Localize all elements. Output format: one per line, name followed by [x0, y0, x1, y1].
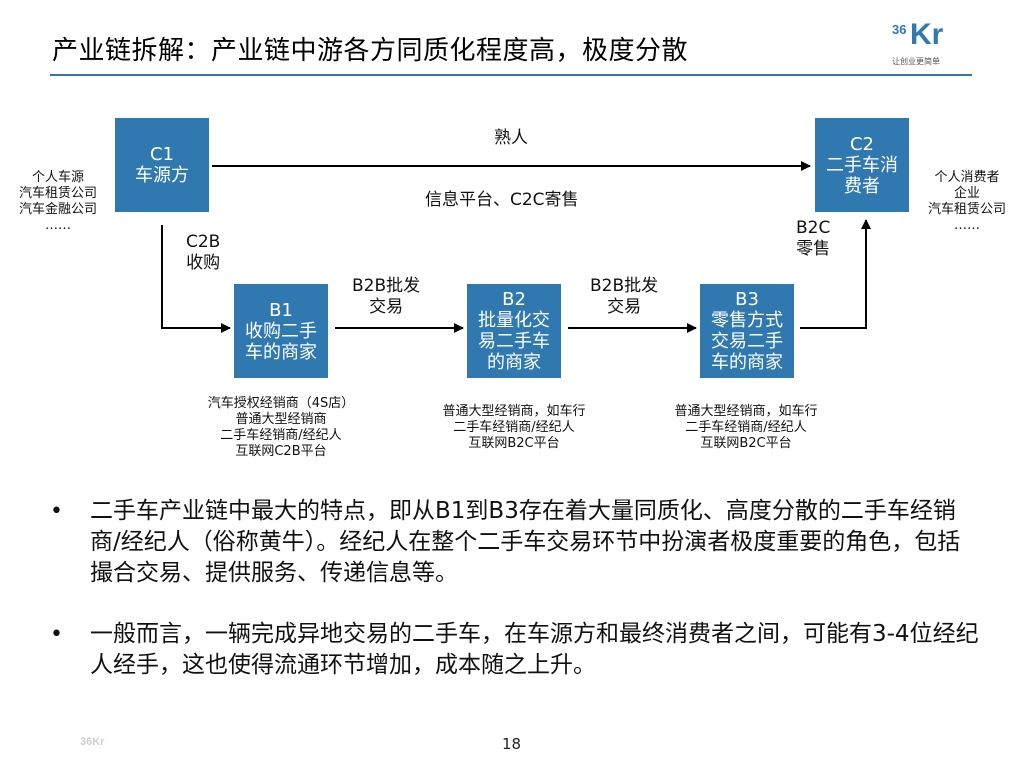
bullet-dot: • — [50, 622, 63, 647]
example-item: 互联网B2C平台 — [468, 436, 560, 451]
source-item: 个人车源 — [31, 170, 84, 185]
sources-list: 个人车源 汽车租赁公司 汽车金融公司 …… — [8, 170, 108, 234]
node-b3-name-3: 车的商家 — [711, 352, 783, 373]
node-b1: B1 收购二手 车的商家 — [234, 284, 328, 378]
node-b1-name-1: 收购二手 — [245, 320, 317, 342]
bullet-list: • 二手车产业链中最大的特点，即从B1到B3存在着大量同质化、高度分散的二手车经… — [50, 496, 980, 707]
edge-label-b2b-1: B2B批发 交易 — [352, 276, 420, 318]
edge-label-b2b-2-line1: B2B批发 — [590, 276, 659, 296]
example-item: 汽车授权经销商（4S店） — [207, 396, 355, 411]
b3-examples: 普通大型经销商，如车行 二手车经销商/经纪人 互联网B2C平台 — [650, 404, 842, 452]
edge-label-b2b-2: B2B批发 交易 — [590, 276, 658, 318]
node-c1: C1 车源方 — [115, 118, 209, 212]
edge-label-b2b-1-line2: 交易 — [369, 297, 404, 317]
arrow-b3-c2 — [800, 219, 871, 329]
node-b2-name-1: 批量化交 — [478, 310, 550, 331]
example-item: 互联网B2C平台 — [700, 436, 792, 451]
edge-label-acquaintance: 熟人 — [494, 128, 528, 148]
node-b2: B2 批量化交 易二手车 的商家 — [467, 284, 561, 378]
source-item: 汽车金融公司 — [18, 202, 97, 217]
example-item: 普通大型经销商，如车行 — [674, 404, 818, 419]
consumer-item: 汽车租赁公司 — [927, 202, 1006, 217]
source-item: 汽车租赁公司 — [18, 186, 97, 201]
consumer-item: 个人消费者 — [934, 170, 1000, 185]
node-c2-name-2: 费者 — [844, 175, 880, 197]
bullet-text: 二手车产业链中最大的特点，即从B1到B3存在着大量同质化、高度分散的二手车经销商… — [90, 498, 961, 586]
example-item: 二手车经销商/经纪人 — [685, 420, 807, 435]
node-c1-name: 车源方 — [135, 165, 189, 186]
consumer-item: 企业 — [953, 186, 980, 201]
bullet-item: • 二手车产业链中最大的特点，即从B1到B3存在着大量同质化、高度分散的二手车经… — [50, 496, 980, 589]
page-number: 18 — [502, 735, 522, 753]
source-item: …… — [45, 218, 71, 233]
bullet-text: 一般而言，一辆完成异地交易的二手车，在车源方和最终消费者之间，可能有3-4位经纪… — [90, 621, 979, 678]
node-b1-name-2: 车的商家 — [245, 341, 317, 363]
node-b1-code: B1 — [269, 299, 293, 321]
edge-label-b2c-2: 零售 — [796, 239, 831, 259]
example-item: 普通大型经销商 — [235, 412, 327, 427]
example-item: 二手车经销商/经纪人 — [453, 420, 575, 435]
edge-label-c2b-2: 收购 — [186, 253, 221, 273]
example-item: 普通大型经销商，如车行 — [442, 404, 586, 419]
logo-mark: Kr — [910, 18, 944, 51]
b2-examples: 普通大型经销商，如车行 二手车经销商/经纪人 互联网B2C平台 — [418, 404, 610, 452]
node-b2-name-2: 易二手车 — [478, 331, 550, 352]
logo-number: 36 — [892, 22, 907, 37]
consumer-item: …… — [954, 218, 980, 233]
bullet-item: • 一般而言，一辆完成异地交易的二手车，在车源方和最终消费者之间，可能有3-4位… — [50, 619, 980, 681]
node-b3-name-2: 交易二手 — [711, 331, 783, 352]
consumers-list: 个人消费者 企业 汽车租赁公司 …… — [916, 170, 1018, 234]
node-c2: C2 二手车消 费者 — [815, 118, 909, 212]
edge-label-c2b-1: C2B — [186, 232, 221, 252]
title-divider — [50, 74, 972, 76]
node-c1-code: C1 — [149, 144, 175, 165]
node-b2-code: B2 — [502, 289, 526, 310]
brand-logo: 36 Kr 让创业更简单 — [892, 16, 952, 68]
node-b3-name-1: 零售方式 — [711, 310, 783, 331]
logo-slogan: 让创业更简单 — [892, 57, 940, 66]
edge-label-b2b-2-line2: 交易 — [607, 297, 642, 317]
bullet-dot: • — [50, 499, 63, 524]
edge-label-b2b-1-line1: B2B批发 — [352, 276, 421, 296]
node-b3: B3 零售方式 交易二手 车的商家 — [700, 284, 794, 378]
edge-label-c2b: C2B 收购 — [186, 232, 220, 274]
node-b2-name-3: 的商家 — [487, 352, 541, 373]
example-item: 互联网C2B平台 — [235, 444, 327, 459]
arrow-c1-b1 — [161, 225, 231, 333]
footer-logo: 36Kr — [80, 736, 105, 748]
b1-examples: 汽车授权经销商（4S店） 普通大型经销商 二手车经销商/经纪人 互联网C2B平台 — [186, 396, 376, 460]
node-b3-code: B3 — [735, 289, 759, 310]
example-item: 二手车经销商/经纪人 — [220, 428, 342, 443]
node-c2-name-1: 二手车消 — [826, 154, 898, 176]
edge-label-b2c: B2C 零售 — [796, 218, 830, 260]
node-c2-code: C2 — [849, 133, 875, 155]
edge-label-b2c-1: B2C — [796, 218, 831, 238]
edge-label-info-platform: 信息平台、C2C寄售 — [425, 190, 579, 210]
page-title: 产业链拆解：产业链中游各方同质化程度高，极度分散 — [52, 36, 689, 66]
